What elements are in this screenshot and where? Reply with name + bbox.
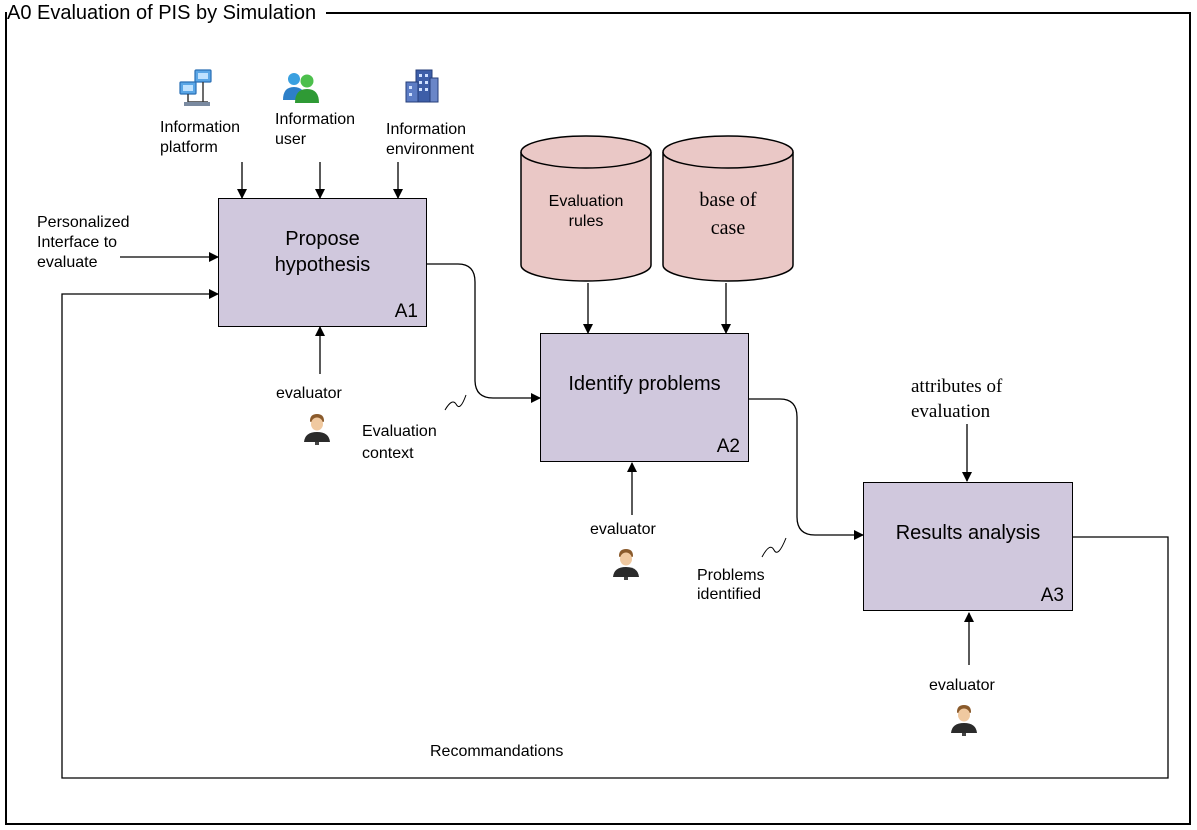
label-evaluator-a3: evaluator (929, 677, 995, 694)
activity-id: A1 (394, 301, 418, 322)
label-attributes: attributes of evaluation (911, 376, 1003, 422)
activity-box-a3: Results analysis A3 (863, 482, 1073, 611)
activity-title: Identify problems (568, 373, 721, 395)
activity-title: Results analysis (895, 522, 1041, 544)
activity-title: Propose hypothesis (274, 228, 371, 276)
person-icon (304, 414, 330, 445)
squiggle-evaluation-context (444, 394, 467, 411)
flow-arrow-evaluation-context (427, 263, 541, 403)
label-evaluator-a1: evaluator (276, 385, 342, 402)
activity-box-a1: Propose hypothesis A1 (218, 198, 427, 327)
label-info-user: Information user (275, 111, 356, 148)
label-info-environment: Information environment (386, 121, 475, 158)
person-icon (951, 705, 977, 736)
datastore-evaluation-rules (520, 135, 652, 282)
label-personalized-interface: Personalized Interface to evaluate (37, 214, 130, 271)
label-evaluation-rules: Evaluation rules (548, 193, 624, 230)
building-icon (405, 69, 439, 103)
label-base-of-case: base of case (699, 189, 757, 239)
flow-arrow-problems (749, 398, 864, 540)
activity-id: A2 (716, 436, 740, 457)
label-recommandations: Recommandations (430, 743, 564, 760)
label-evaluation-context: Evaluation context (362, 423, 437, 462)
label-info-platform: Information platform (160, 119, 241, 156)
frame-title: A0 Evaluation of PIS by Simulation (7, 1, 327, 25)
outer-frame (5, 12, 1191, 825)
users-group-icon (283, 73, 319, 103)
squiggle-problems (761, 537, 787, 558)
computer-network-icon (179, 69, 212, 106)
person-icon (613, 549, 639, 580)
activity-id: A3 (1040, 585, 1064, 606)
feedback-arrow-recommandations (61, 289, 1169, 779)
label-problems-identified: Problems identified (697, 567, 765, 603)
label-evaluator-a2: evaluator (590, 521, 656, 538)
datastore-base-of-case (662, 135, 794, 282)
activity-box-a2: Identify problems A2 (540, 333, 749, 462)
